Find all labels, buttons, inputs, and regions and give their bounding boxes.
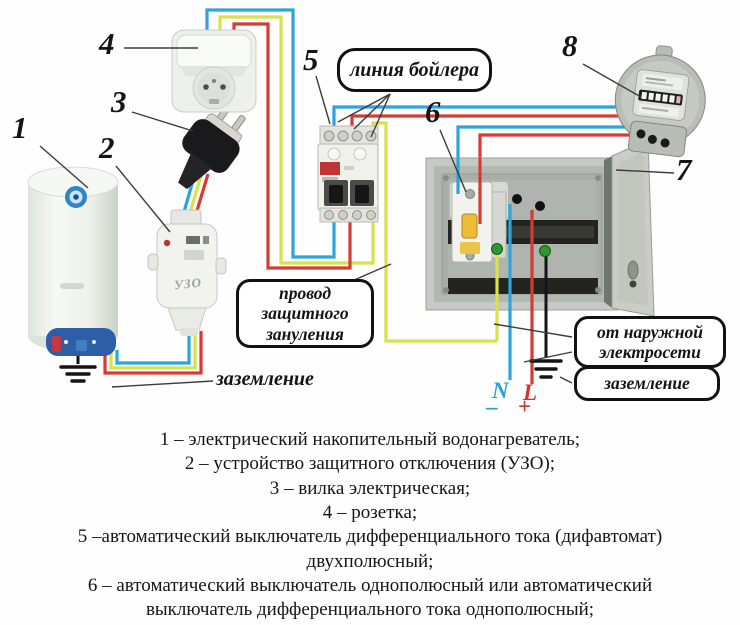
- number-difavtomat: 5: [303, 42, 319, 77]
- socket-hole: [220, 84, 226, 90]
- water-heater: [27, 166, 119, 356]
- wire-line-meter1: [350, 114, 660, 134]
- panel-door: [604, 139, 655, 317]
- ground-symbol-right: [529, 359, 563, 379]
- meter-terminal: [647, 134, 657, 144]
- breaker-brand-label: [320, 162, 340, 175]
- wire-neutral-heater: [115, 331, 191, 365]
- cable-plug-yellow: [188, 171, 204, 214]
- heater-brand-mark: [60, 283, 84, 289]
- breaker-single-pole: [451, 181, 507, 263]
- uzo-device-label: УЗО: [173, 274, 203, 293]
- pe-terminal: [491, 243, 503, 255]
- door-lock: [629, 280, 637, 288]
- difavtomat-two-pole: [317, 125, 379, 223]
- wire-line-socket: [232, 22, 352, 270]
- number-plug: 3: [111, 84, 127, 119]
- door-handle: [627, 260, 639, 280]
- wire-pe-long: [218, 15, 497, 343]
- wire-neutral-socket: [205, 8, 336, 259]
- legend-item-4: 4 – розетка;: [322, 501, 418, 523]
- cable-plug-red: [194, 173, 210, 215]
- number-panel: 7: [676, 152, 692, 187]
- number-meter: 8: [562, 28, 578, 63]
- uzo-indicator: [163, 239, 171, 247]
- callout-external-grid: от наружной электросети: [574, 316, 726, 368]
- diagram-graphics: [27, 8, 706, 388]
- breaker-lever: [329, 185, 343, 203]
- marker-line-sign: +: [518, 394, 532, 419]
- wire-line-heater: [103, 331, 203, 375]
- marker-line: L: [523, 380, 538, 405]
- wire-neutral-meter2: [456, 125, 639, 160]
- uzo-device: [147, 209, 227, 336]
- socket: [171, 29, 257, 113]
- socket-hole: [203, 84, 209, 90]
- legend-item-6: 6 – автоматический выключатель однополюс…: [87, 574, 653, 621]
- electric-meter: [614, 45, 706, 158]
- bus-bar: [448, 278, 598, 294]
- leader-lines: [39, 47, 675, 388]
- terminal-dot: [512, 194, 522, 204]
- label-ground-left: заземление: [216, 368, 314, 390]
- legend: 1 – электрический накопительный водонагр…: [0, 428, 740, 623]
- wire-pe-heater: [109, 331, 197, 370]
- legend-item-2: 2 – устройство защитного отключения (УЗО…: [184, 453, 556, 475]
- terminal-dot: [535, 201, 545, 211]
- ground-symbol-left: [59, 365, 97, 383]
- callout-boiler-line: линия бойлера: [337, 48, 492, 92]
- number-uzo: 2: [99, 130, 115, 165]
- electric-plug: [178, 104, 246, 190]
- callout-protective-wire: провод защитного зануления: [236, 279, 374, 348]
- number-breaker: 6: [425, 94, 441, 129]
- pe-terminal: [539, 245, 551, 257]
- legend-item-1: 1 – электрический накопительный водонагр…: [159, 429, 581, 450]
- meter-terminal: [660, 138, 670, 148]
- legend-item-3: 3 – вилка электрическая;: [269, 477, 471, 499]
- breaker-lever: [355, 185, 369, 203]
- legend-item-5: 5 –автоматический выключатель дифференци…: [77, 526, 663, 572]
- number-socket: 4: [99, 26, 115, 61]
- diagram-canvas: 1 2 3 4 5 6 7 8 линия бойлера провод защ…: [12, 8, 726, 419]
- breaker-lever-yellow: [461, 213, 478, 239]
- marker-neutral-sign: –: [486, 394, 498, 419]
- meter-terminal: [636, 129, 646, 139]
- callout-ground-right: заземление: [574, 366, 720, 401]
- marker-neutral: N: [492, 378, 509, 403]
- number-heater: 1: [12, 110, 28, 145]
